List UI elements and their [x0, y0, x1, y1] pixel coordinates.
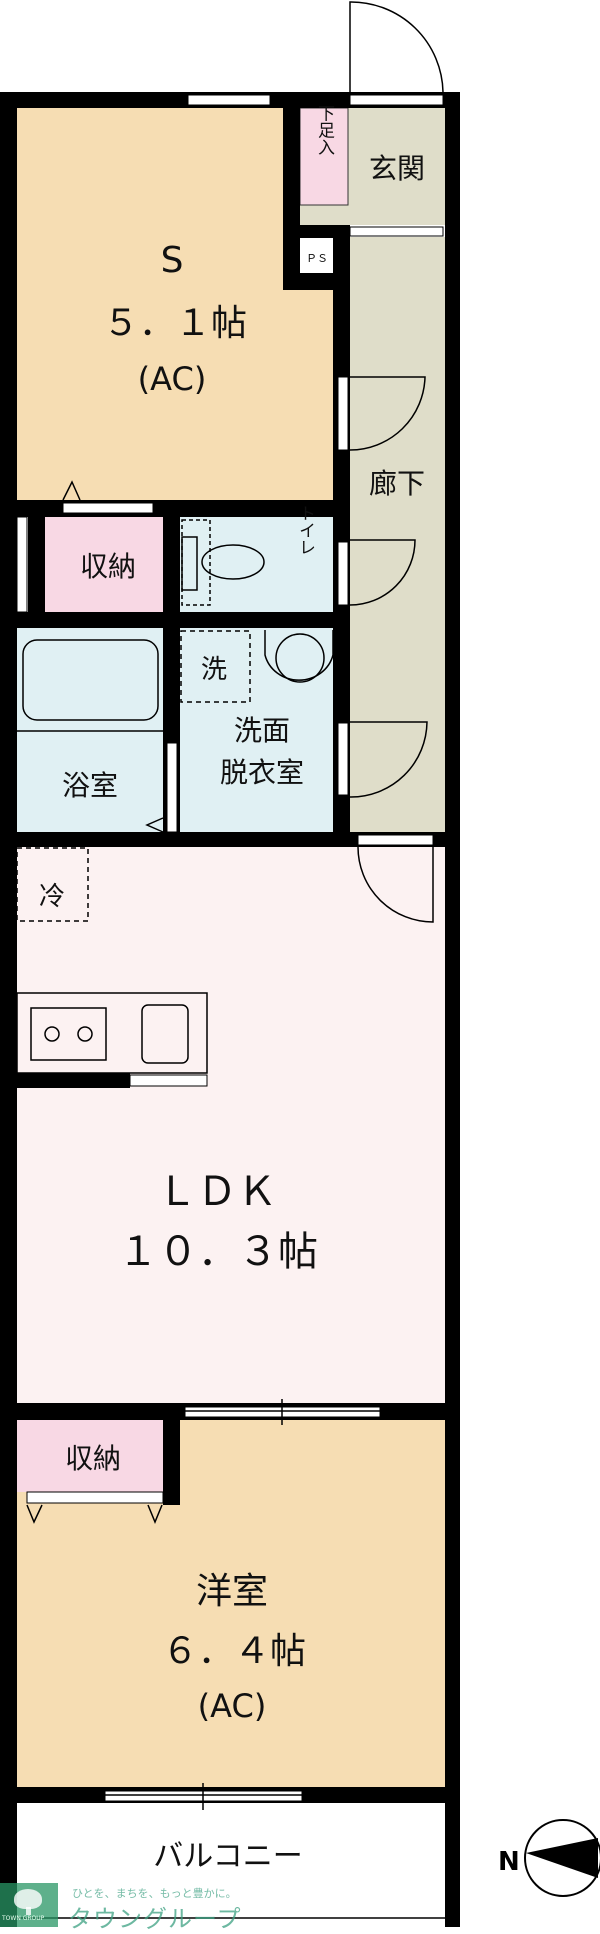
western-room-size: ６．４帖 [162, 1631, 306, 1672]
s-room-size: ５．１帖 [103, 303, 247, 344]
ldk-name: ＬＤＫ [157, 1169, 277, 1215]
ps-label: ＰＳ [306, 252, 328, 265]
storage-2-door [26, 1491, 164, 1504]
storage-side-window [16, 516, 28, 613]
toilet-bowl-icon [201, 544, 265, 580]
washroom-door-icon [349, 721, 428, 798]
bath-door-opening [166, 742, 178, 833]
logo-slogan: ひとを、まちを、もっと豊かに。 [72, 1887, 237, 1900]
tree-trunk [26, 1907, 31, 1915]
logo-name: タウングループ [68, 1905, 242, 1933]
washroom-door-opening [337, 722, 349, 796]
s-room-storage-door [62, 502, 154, 514]
balcony-floor [17, 1803, 446, 1923]
corridor-label: 廊下 [369, 467, 425, 500]
storage-2-label: 収納 [65, 1442, 121, 1475]
entrance-step [349, 226, 444, 237]
shoe-storage-floor [299, 107, 349, 206]
kitchen-pass [129, 1074, 208, 1087]
storage-2-floor [17, 1420, 163, 1492]
kitchen-counter-icon [16, 992, 208, 1074]
stove-icon [30, 1007, 107, 1061]
ldk-size: １０．３帖 [118, 1229, 318, 1275]
window-marks [17, 1399, 446, 1919]
wash-basin-icon [264, 630, 334, 681]
ldk-door-opening [357, 834, 434, 846]
washer-label: 洗 [201, 655, 227, 685]
washroom-floor [180, 628, 335, 832]
ps-box [300, 238, 333, 273]
compass-label: N [498, 1847, 520, 1877]
washroom-label-2: 脱衣室 [220, 756, 304, 789]
s-room-note: (AC) [138, 360, 207, 398]
door-swings [26, 1, 444, 1524]
s-room-door-icon [349, 376, 426, 451]
sink-icon [141, 1004, 189, 1064]
washroom-label-1: 洗面 [234, 714, 290, 747]
toilet-tank-inner [181, 536, 198, 591]
bath-door-mark-icon [145, 817, 164, 833]
bathroom-label: 浴室 [62, 769, 118, 802]
entrance-label: 玄関 [369, 152, 425, 185]
western-room-name: 洋室 [196, 1571, 268, 1612]
north-arrow-icon: N [498, 1819, 600, 1897]
s-room-name: S [161, 240, 184, 281]
entrance-door-icon [349, 1, 444, 93]
closet-mark-right-icon [147, 1504, 163, 1524]
s-room-floor-ext [17, 290, 333, 500]
western-room-note: (AC) [198, 1687, 267, 1725]
entrance-door-opening [349, 94, 444, 106]
toilet-floor [180, 517, 335, 612]
ldk-floor [17, 847, 445, 1403]
ldk-door-icon [357, 846, 434, 923]
closet-mark-left-icon [26, 1504, 43, 1524]
shoe-storage-label: 下足入 [314, 105, 335, 156]
storage-1-label: 収納 [80, 550, 136, 583]
bathtub-icon [22, 639, 159, 721]
balcony-label: バルコニー [153, 1839, 302, 1874]
bathroom-floor [17, 628, 163, 832]
fridge-label: 冷 [39, 882, 65, 912]
logo-name-en: TOWN GROUP [2, 1915, 45, 1922]
storage-1-floor [45, 517, 163, 612]
s-room-door-opening [337, 376, 349, 451]
toilet-label: トイレ [295, 505, 315, 556]
toilet-door-opening [337, 541, 349, 606]
toilet-door-icon [349, 539, 416, 606]
tree-icon [14, 1889, 42, 1909]
washer-space-icon [180, 630, 251, 703]
logo-mark: TOWN GROUP [0, 1883, 58, 1927]
company-logo: TOWN GROUP ひとを、まちを、もっと豊かに。 タウングループ [0, 1883, 241, 1933]
walls [0, 92, 460, 1927]
top-window [187, 94, 271, 106]
corridor-floor [350, 237, 445, 832]
storage-door-mark-icon [62, 480, 81, 501]
